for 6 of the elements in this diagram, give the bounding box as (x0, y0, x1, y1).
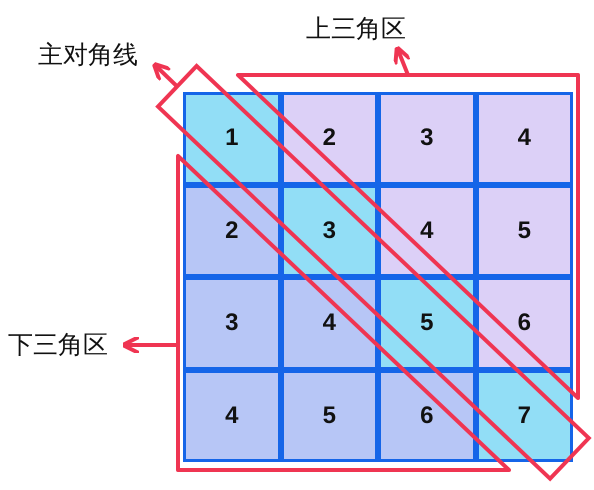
arrow (120, 335, 178, 355)
region-label: 下三角区 (8, 330, 108, 360)
arrow (152, 62, 179, 88)
arrow (393, 45, 412, 76)
diagonal-label: 主对角线 (38, 40, 138, 70)
region-label: 上三角区 (306, 14, 406, 44)
